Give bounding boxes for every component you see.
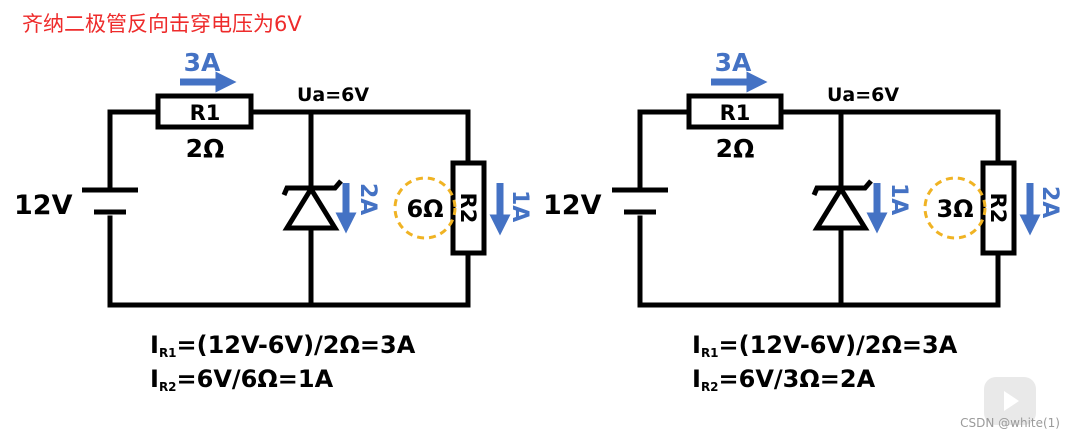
equation-ir1: IR1=(12V-6V)/2Ω=3A [150,331,416,360]
source-voltage-label: 12V [14,190,73,221]
resistor-r1 [155,93,254,130]
equation-ir2: IR2=6V/6Ω=1A [150,365,334,394]
play-icon[interactable] [984,377,1036,425]
r2-value: 3Ω [936,195,973,223]
wires [107,109,471,308]
resistor-r1 [686,93,784,130]
resistor-r2 [980,160,1017,256]
r2-current-label: 1A [507,190,532,222]
equation-ir1: IR1=(12V-6V)/2Ω=3A [692,331,958,360]
source-voltage-label: 12V [543,190,602,221]
r2-value-highlight [923,176,987,240]
r1-current-label: 3A [184,48,221,77]
r1-value: 2Ω [716,134,755,163]
r1-name: R1 [720,101,751,125]
zener-current-label: 2A [355,183,380,215]
battery-icon [612,187,668,215]
r2-name: R2 [456,193,480,224]
watermark: CSDN @white(1) [960,416,1060,430]
r1-value: 2Ω [186,134,225,163]
r2-name: R2 [986,193,1010,224]
wires [637,109,1001,308]
circuit-right: 12V R1 2Ω 3A Ua=6V 1A R2 3Ω 2A IR1=(12V-… [543,48,1062,394]
battery-icon [82,187,138,215]
r2-current-label: 2A [1037,186,1062,218]
zener-current-label: 1A [886,183,911,215]
resistor-r2 [450,160,487,256]
circuit-left: 12V R1 2Ω 3A Ua=6V 2A R2 6Ω 1A IR1=(12V-… [14,48,532,394]
r2-value-highlight [393,176,457,240]
node-voltage-label: Ua=6V [297,84,369,106]
r2-value: 6Ω [406,195,443,223]
zener-diode-icon [811,179,873,231]
node-voltage-label: Ua=6V [827,84,899,106]
r1-name: R1 [190,101,221,125]
r1-current-label: 3A [715,48,752,77]
equation-ir2: IR2=6V/3Ω=2A [692,365,876,394]
page-title: 齐纳二极管反向击穿电压为6V [22,12,302,36]
zener-diode-icon [281,179,343,231]
